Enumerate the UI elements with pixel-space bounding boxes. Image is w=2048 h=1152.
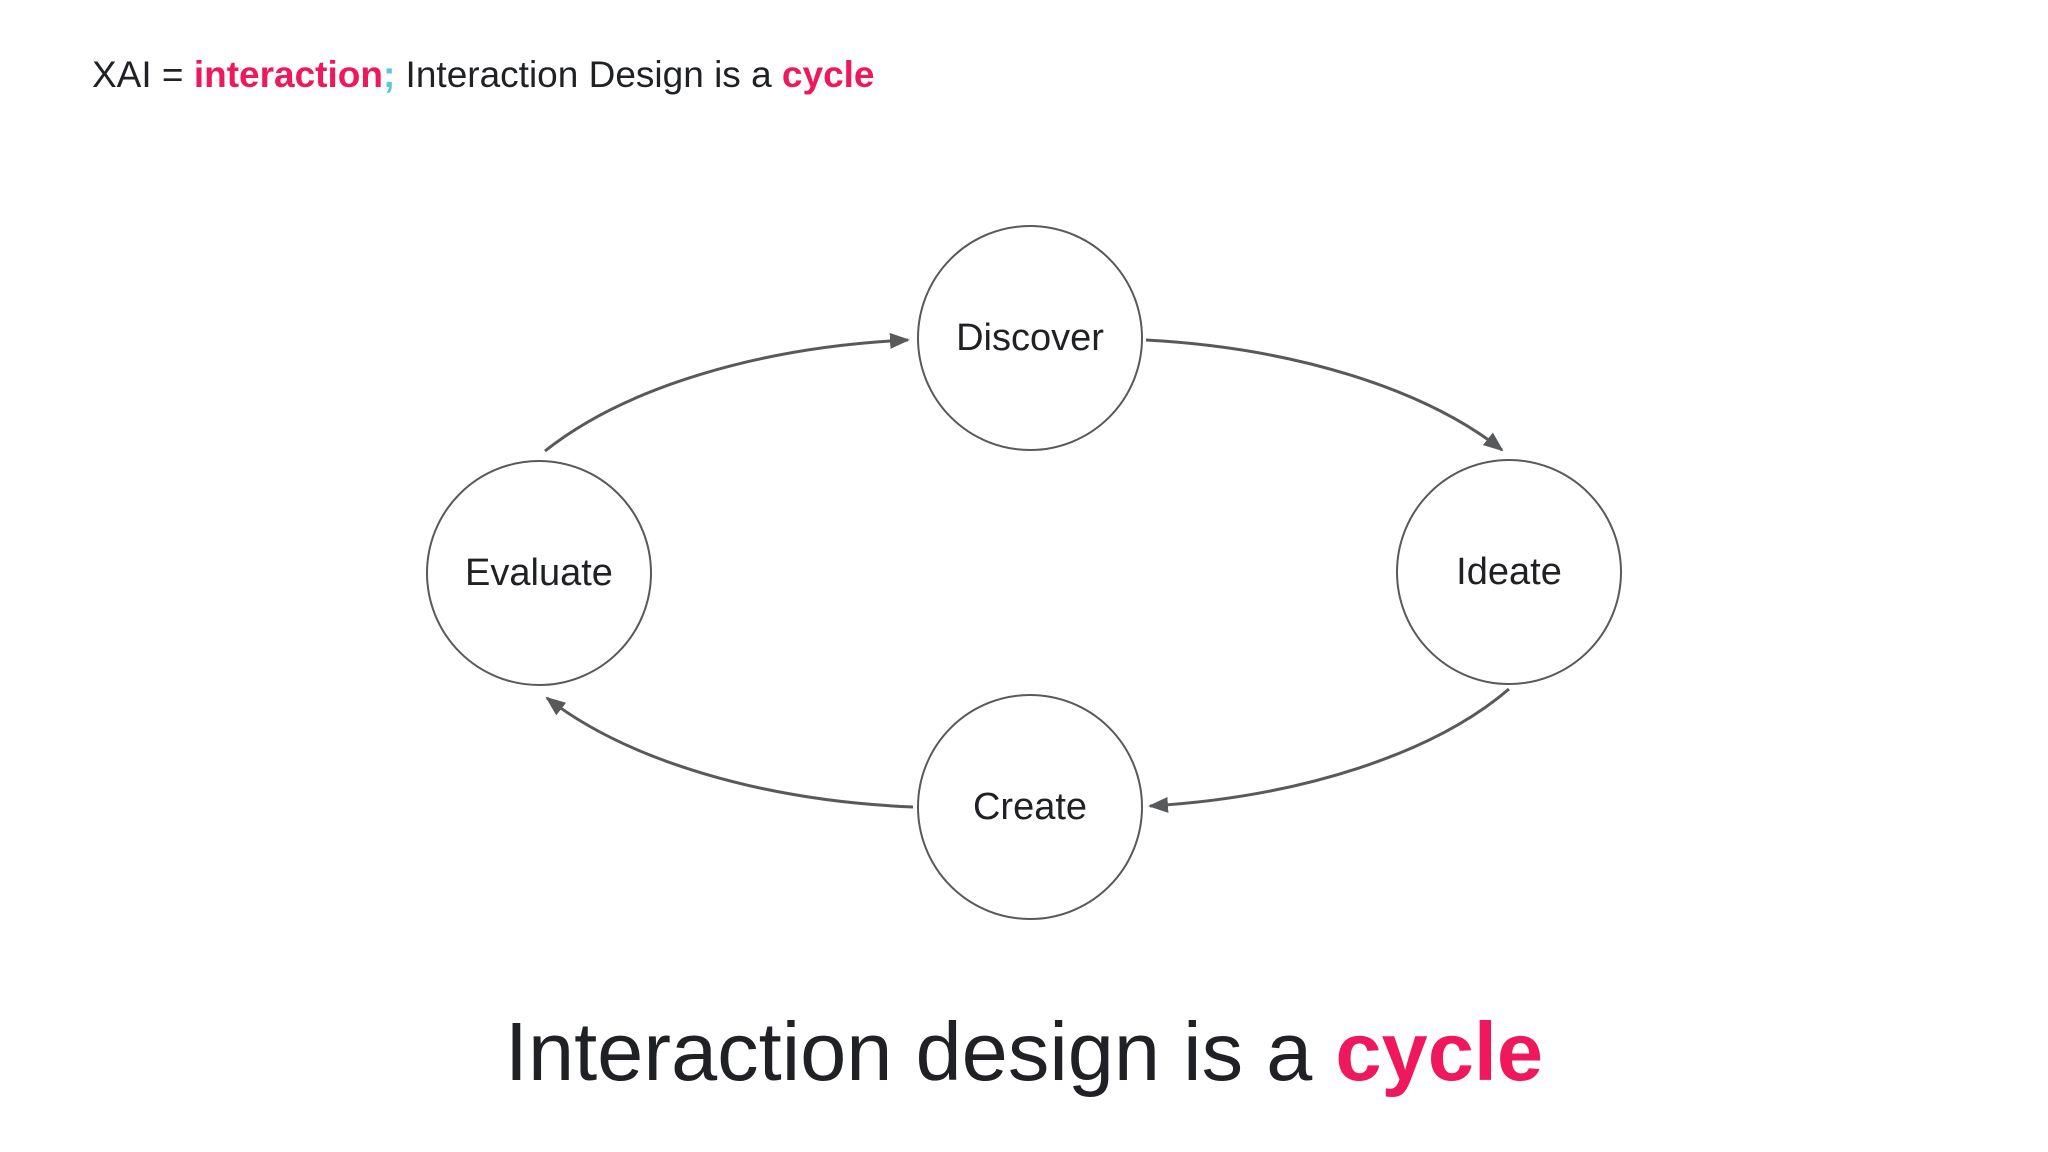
header-text-prefix: XAI = (92, 54, 194, 95)
heading-highlight-cycle: cycle (1335, 1005, 1544, 1098)
node-ideate-label: Ideate (1456, 550, 1562, 593)
heading-text: Interaction design is a (504, 1005, 1336, 1098)
header-line: XAI = interaction; Interaction Design is… (92, 54, 875, 97)
header-text-middle: Interaction Design is a (395, 54, 782, 95)
node-create: Create (917, 694, 1143, 920)
node-evaluate-label: Evaluate (465, 551, 613, 594)
node-ideate: Ideate (1396, 459, 1622, 685)
slide-heading: Interaction design is a cycle (0, 1006, 2048, 1097)
node-discover: Discover (917, 225, 1143, 451)
header-highlight-interaction: interaction (193, 54, 383, 95)
node-create-label: Create (972, 785, 1088, 828)
node-evaluate: Evaluate (426, 460, 652, 686)
arrow-discover-to-ideate (1145, 338, 1504, 452)
arrow-evaluate-to-discover (544, 332, 910, 453)
header-separator-semicolon: ; (382, 54, 396, 95)
arrow-create-to-evaluate (545, 696, 914, 809)
node-discover-label: Discover (956, 316, 1104, 359)
arrow-ideate-to-create (1148, 687, 1510, 813)
header-highlight-cycle: cycle (781, 54, 875, 95)
